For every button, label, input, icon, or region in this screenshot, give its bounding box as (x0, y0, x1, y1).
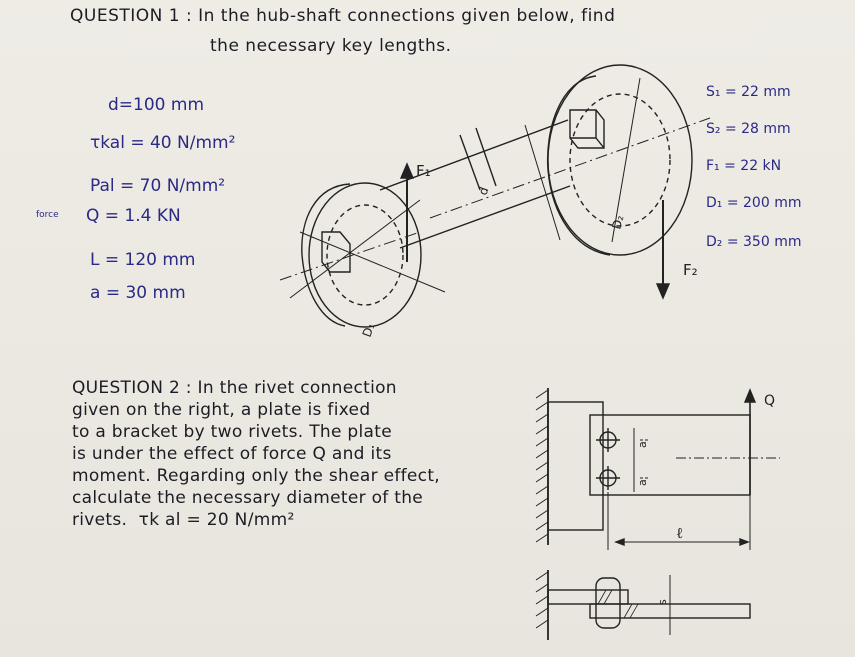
label-d: d (476, 185, 492, 197)
question-2-text: QUESTION 2 : In the rivet connection giv… (72, 378, 440, 530)
small-key (321, 231, 351, 273)
label-q: Q (764, 393, 775, 409)
given-s1: S₁ = 22 mm (706, 84, 791, 100)
given-d1: D₁ = 200 mm (706, 195, 802, 211)
question-1-line-1: QUESTION 1 : In the hub-shaft connection… (70, 6, 616, 26)
given-l: L = 120 mm (90, 250, 196, 270)
label-l: ℓ (676, 524, 683, 542)
shaft-bottom-edge (399, 185, 571, 249)
given-p: Pal = 70 N/mm² (90, 176, 226, 196)
large-hub-inner (569, 93, 671, 227)
given-d: d=100 mm (108, 95, 205, 115)
large-hub-back (546, 75, 611, 256)
given-s2: S₂ = 28 mm (706, 121, 791, 137)
label-s: s (656, 599, 669, 605)
given-tau: τkal = 40 N/mm² (90, 133, 236, 153)
shaft-section-line (459, 134, 481, 191)
rivet-figure (535, 388, 780, 640)
small-hub-back (301, 183, 351, 327)
given-a: a = 30 mm (90, 283, 186, 303)
small-hub-front (308, 182, 422, 328)
label-a-upper: a (636, 441, 649, 448)
given-d2: D₂ = 350 mm (706, 234, 802, 250)
given-q: Q = 1.4 KN (86, 206, 181, 226)
shaft-top-edge (379, 119, 569, 191)
small-hub-inner (326, 204, 404, 306)
label-f2: F₂ (683, 261, 698, 279)
label-a-lower: a (636, 479, 649, 486)
label-f1: F₁ (416, 162, 431, 180)
label-D2: D₂ (609, 213, 626, 230)
label-D1: D₁ (360, 321, 378, 339)
question-1-line-2: the necessary key lengths. (210, 36, 452, 56)
given-force-label: force (36, 210, 59, 220)
given-f1: F₁ = 22 kN (706, 158, 782, 174)
